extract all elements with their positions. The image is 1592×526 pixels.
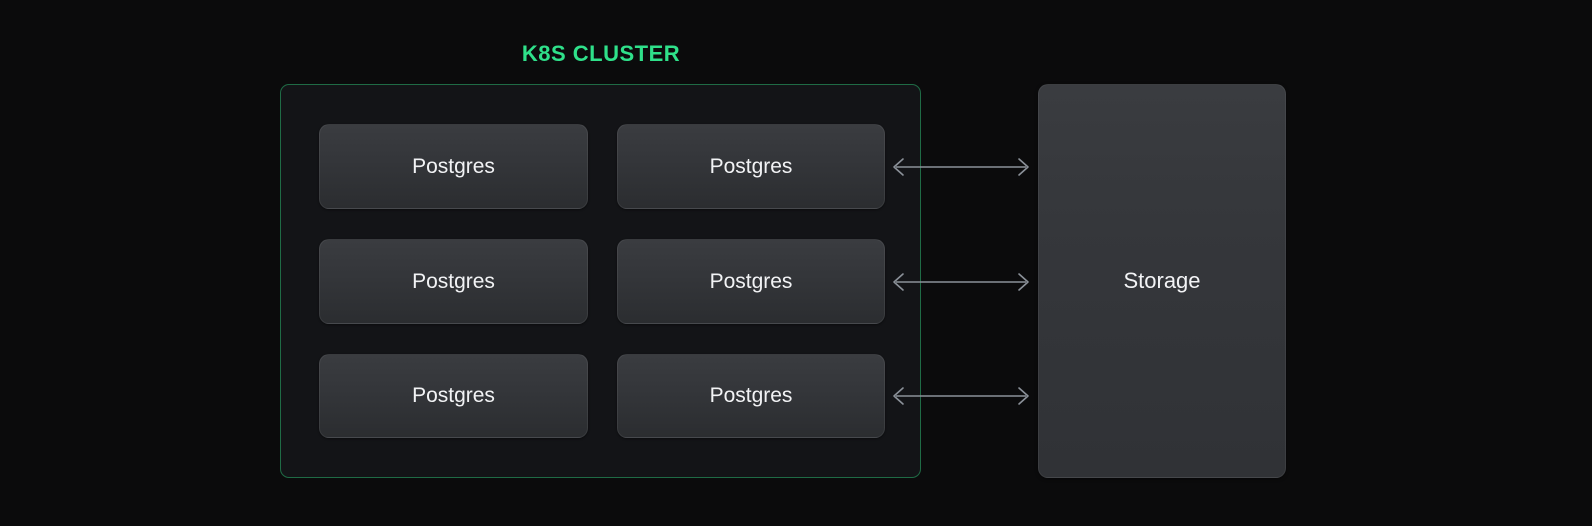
postgres-node-b3[interactable]: Postgres bbox=[617, 354, 885, 438]
storage-node[interactable]: Storage bbox=[1038, 84, 1286, 478]
postgres-node-a1[interactable]: Postgres bbox=[319, 124, 588, 209]
postgres-node-b1[interactable]: Postgres bbox=[617, 124, 885, 209]
postgres-node-a2[interactable]: Postgres bbox=[319, 239, 588, 324]
connector-arrow-3 bbox=[888, 383, 1034, 409]
postgres-node-a3[interactable]: Postgres bbox=[319, 354, 588, 438]
cluster-title: K8S CLUSTER bbox=[521, 41, 681, 66]
connector-arrow-1 bbox=[888, 154, 1034, 180]
postgres-node-b2[interactable]: Postgres bbox=[617, 239, 885, 324]
connector-arrow-2 bbox=[888, 269, 1034, 295]
